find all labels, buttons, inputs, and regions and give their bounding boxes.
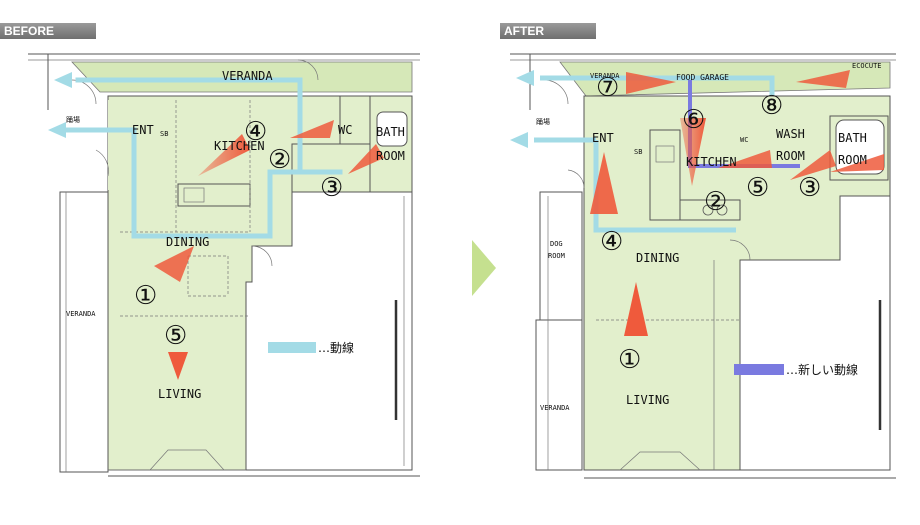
after-num-3: ③ [798,173,821,203]
before-num-1: ① [134,281,157,311]
bathtub-icon [376,111,408,147]
before-arrow-4 [198,134,250,176]
before-legend-text: …動線 [318,340,354,355]
before-tag: BEFORE [0,23,96,39]
before-label-wc: WC [338,123,352,137]
before-arrow-1 [154,246,194,282]
after-label-wash-room: ROOM [776,149,805,163]
before-label-dining: DINING [166,235,209,249]
before-legend-swatch [268,342,316,353]
before-label-entrance: 踊場 [66,115,80,124]
before-flow-arrow-ent [48,122,66,138]
before-num-2: ② [268,145,291,175]
after-arrow-4 [590,152,618,214]
before-veranda-left [59,191,109,473]
after-num-4: ④ [600,227,623,257]
before-label-veranda-top: VERANDA [222,69,273,83]
after-label-sb: SB [634,148,642,156]
before-flow-lines [63,77,343,239]
after-label-dining: DINING [636,251,679,265]
after-arrow-3 [790,150,836,180]
before-label-kitchen: KITCHEN [214,139,265,153]
before-num-4: ④ [244,117,267,147]
after-label-veranda-left: VERANDA [540,404,570,412]
after-label-kitchen: KITCHEN [686,155,737,169]
after-num-8: ⑧ [760,91,783,121]
after-tag: AFTER [500,23,596,39]
after-label-bath: BATH [838,131,867,145]
before-arrow-2 [290,120,334,138]
after-label-ent: ENT [592,131,614,145]
before-num-3: ③ [320,173,343,203]
before-num-5: ⑤ [164,321,187,351]
after-label-entrance: 踊場 [536,117,550,126]
after-legend-swatch [734,364,784,375]
before-label-ent: ENT [132,123,154,137]
after-label-bath-room: ROOM [838,153,867,167]
arrow-right-icon [472,240,496,296]
before-plan: VERANDA ENT 踊場 SB KITCHEN WC BATH ROOM D… [28,53,420,477]
after-label-ecocute: ECOCUTE [852,62,882,70]
before-label-room: ROOM [376,149,405,163]
after-num-1: ① [618,345,641,375]
before-flow-arrow-top [54,72,72,88]
after-arrow-8 [796,70,850,88]
after-legend-text: …新しい動線 [786,362,858,377]
after-flow-arrow-ent [510,132,528,148]
after-num-5: ⑤ [746,173,769,203]
after-plan: VERANDA FOOD GARAGE ECOCUTE ENT 踊場 SB KI… [510,53,896,479]
after-flow-arrow-top [516,70,534,86]
after-label-veranda-top: VERANDA [590,72,620,80]
after-label-dog-room: ROOM [548,252,565,260]
after-label-living: LIVING [626,393,669,407]
after-num-6: ⑥ [682,105,705,135]
after-label-wash: WASH [776,127,805,141]
before-label-bath: BATH [376,125,405,139]
after-label-food-garage: FOOD GARAGE [676,73,729,82]
before-arrow-5 [168,352,188,380]
after-arrow-7 [626,72,676,94]
after-num-2: ② [704,187,727,217]
after-arrow-bath [830,154,884,172]
after-arrow-6 [680,118,706,186]
after-label-wc: WC [740,136,748,144]
before-label-living: LIVING [158,387,201,401]
after-veranda-left [535,319,583,471]
before-label-sb: SB [160,130,168,138]
after-arrow-2 [718,150,772,168]
before-label-veranda-left: VERANDA [66,310,96,318]
after-flow-lines [534,75,775,233]
after-num-7: ⑦ [596,73,619,103]
after-arrow-1 [624,282,648,336]
after-label-dog: DOG [550,240,563,248]
before-arrow-3 [348,144,384,174]
